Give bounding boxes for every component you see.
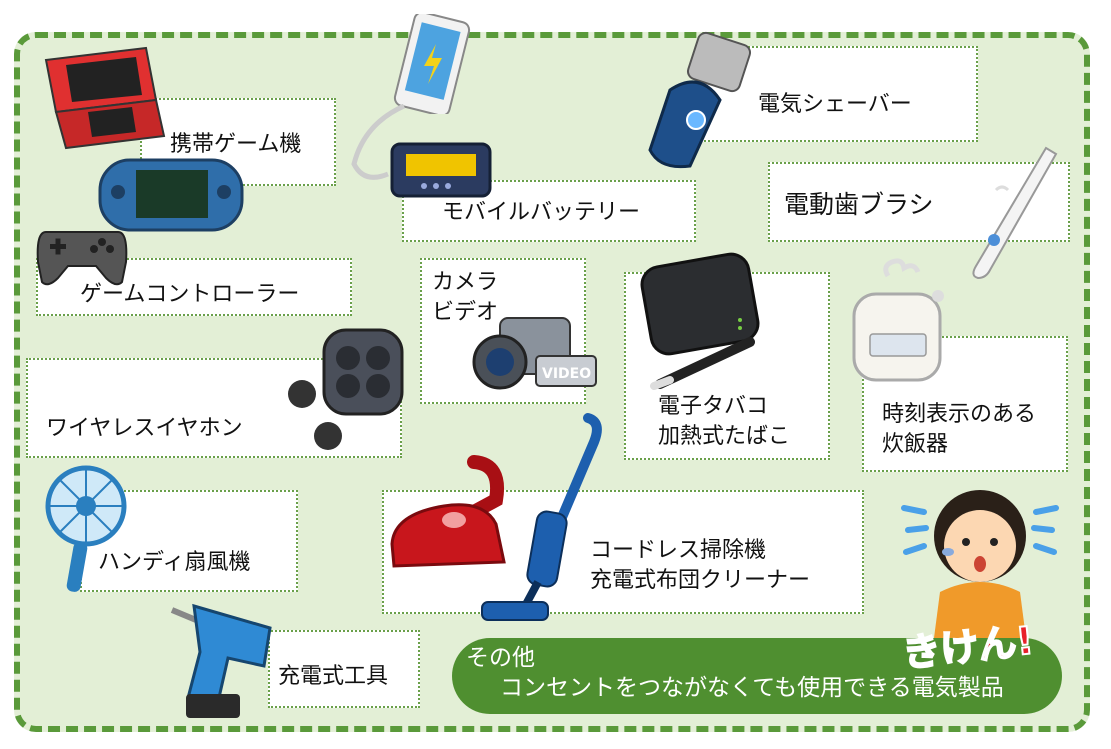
label-power-tool: 充電式工具: [268, 630, 420, 708]
rice-cooker-icon: [852, 258, 944, 382]
smartphone-icon: [393, 14, 471, 114]
portable-console-icon: [98, 158, 244, 232]
other-text: コンセントをつながなくても使用できる電気製品: [500, 675, 1004, 701]
video-text: VIDEO: [542, 366, 591, 382]
electric-toothbrush-icon: [972, 146, 1058, 280]
other-title: その他: [466, 645, 535, 671]
handheld-game-icon: [44, 46, 166, 150]
electric-shaver-icon: [648, 31, 752, 169]
cordless-vacuum-icon: [481, 413, 602, 621]
wireless-earphones-icon: [288, 328, 404, 450]
label-shaver: 電気シェーバー: [700, 46, 978, 142]
label-controller: ゲームコントローラー: [36, 258, 352, 316]
handheld-fan-icon: [45, 465, 127, 592]
futon-cleaner-icon: [390, 455, 506, 568]
e-cigarette-icon: [640, 252, 760, 390]
worried-girl-icon: [901, 490, 1059, 638]
power-drill-icon: [170, 603, 272, 718]
mobile-battery-icon: [351, 104, 492, 198]
other-banner: その他 コンセントをつながなくても使用できる電気製品: [452, 638, 1062, 714]
game-controller-icon: [36, 231, 128, 286]
video-camera-icon: VIDEO: [472, 317, 597, 390]
